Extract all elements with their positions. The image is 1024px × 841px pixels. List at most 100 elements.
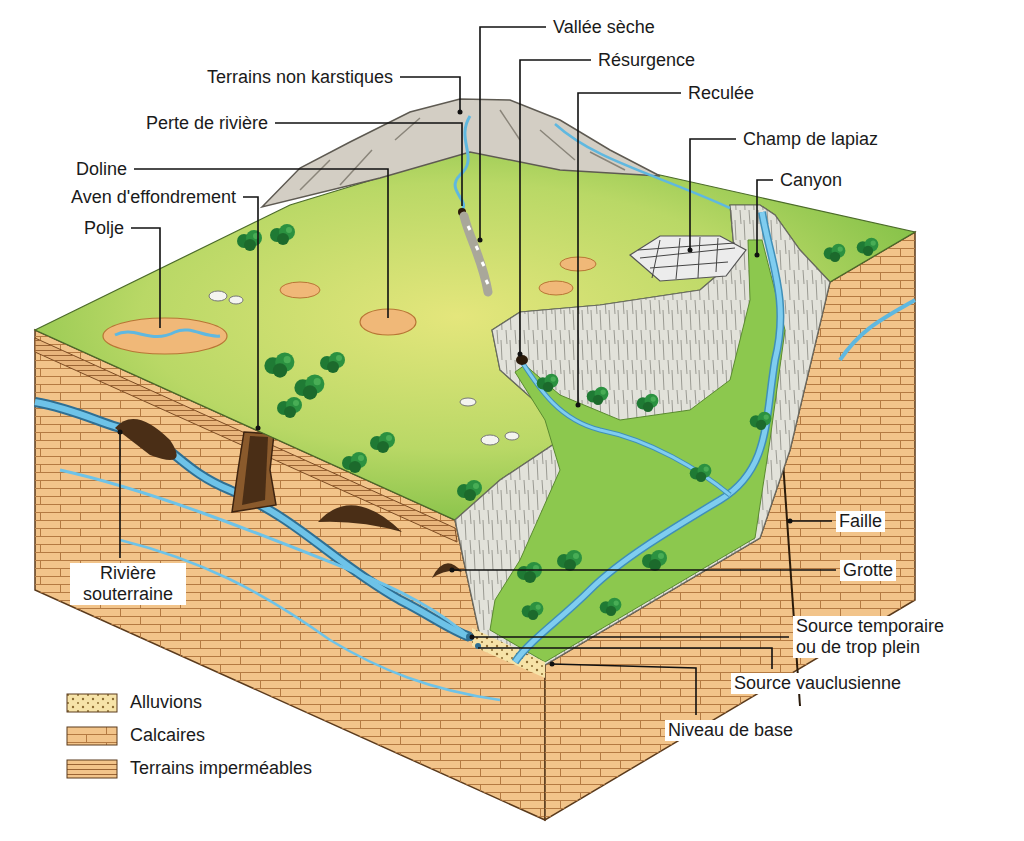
trees [237, 224, 878, 620]
dry-valley [464, 216, 488, 292]
swatch-fill [67, 727, 117, 745]
tree [557, 550, 582, 571]
callout-label: Doline [73, 159, 130, 180]
legend: AlluvionsCalcairesTerrains imperméables [66, 686, 312, 785]
right-face-conduit [840, 300, 915, 360]
polje-river [115, 330, 220, 337]
tree [320, 352, 345, 373]
canyon-river [515, 212, 780, 662]
leader-dot [256, 426, 261, 431]
callout-label: Faille [836, 511, 885, 532]
callout-label: Résurgence [595, 50, 698, 71]
hill-river [555, 124, 730, 208]
tree [537, 374, 559, 392]
leader-line [452, 569, 836, 571]
doline [539, 281, 573, 295]
canyon-river-water [515, 212, 780, 662]
tree [342, 452, 367, 473]
callout-label: Source vauclusienne [731, 673, 904, 694]
boulder [209, 291, 227, 301]
leader-dot [470, 635, 475, 640]
swatch-pattern [67, 694, 117, 712]
legend-text: Calcaires [130, 725, 205, 746]
legend-swatch [66, 759, 118, 779]
leader-line [690, 139, 736, 250]
callout-label: Reculée [685, 83, 757, 104]
tree [370, 432, 395, 453]
callout-label: Grotte [840, 560, 896, 581]
legend-swatch [66, 693, 118, 713]
legend-text: Terrains imperméables [130, 758, 312, 779]
canyon-cliffs [455, 205, 830, 665]
lapiaz-cracks [638, 237, 735, 279]
aven-shaft-interior [242, 436, 268, 505]
boulder [505, 432, 519, 440]
leader-line [119, 432, 121, 558]
tree [270, 224, 295, 245]
callout-label: Rivière souterraine [70, 563, 186, 605]
tree [750, 412, 772, 430]
leader-line [757, 180, 773, 255]
tree [637, 394, 659, 412]
legend-swatch [66, 726, 118, 746]
tree [600, 598, 622, 616]
leader-line [480, 27, 546, 240]
boulder [460, 398, 476, 406]
tree [642, 550, 667, 571]
leader-line [243, 197, 258, 428]
leader-line [578, 93, 681, 405]
leader-dot [550, 662, 555, 667]
tree [277, 397, 302, 418]
tree [522, 602, 544, 620]
leader-line [472, 636, 789, 638]
leader-line [552, 664, 696, 715]
swatch-pattern [67, 760, 117, 778]
callout-label: Perte de rivière [143, 113, 271, 134]
callout-label: Aven d'effondrement [68, 187, 239, 208]
leader-dot [458, 110, 463, 115]
spring [466, 633, 474, 641]
resurgence-river [522, 362, 730, 495]
boulder [481, 435, 499, 445]
leader-dot [118, 430, 123, 435]
canyon-floor [490, 240, 785, 662]
cave [318, 505, 402, 532]
leader-dot [450, 568, 455, 573]
leader-line [400, 77, 460, 112]
leader-dot [576, 403, 581, 408]
tree [857, 238, 879, 256]
callout-label: Source temporaire ou de trop plein [793, 616, 964, 658]
tree [824, 244, 846, 262]
leader-line [520, 60, 591, 354]
aven-shaft [232, 432, 276, 512]
leader-line [131, 228, 160, 328]
leader-line [790, 520, 832, 522]
callout-label: Polje [81, 218, 127, 239]
tree [457, 480, 482, 501]
leader-line [275, 123, 462, 206]
tree [294, 375, 324, 400]
legend-row: Alluvions [66, 686, 312, 719]
cave-passage [115, 419, 177, 460]
swatch-fill [67, 760, 117, 778]
legend-row: Calcaires [66, 719, 312, 752]
callout-label: Niveau de base [665, 720, 796, 741]
leader-dot [788, 519, 793, 524]
dry-valley-stones [468, 226, 488, 284]
doline [280, 282, 320, 298]
legend-row: Terrains imperméables [66, 752, 312, 785]
fault-line [783, 462, 800, 706]
resurgence-river-water [522, 362, 730, 495]
callout-label: Terrains non karstiques [204, 67, 396, 88]
boulders [209, 291, 519, 445]
tree [587, 387, 609, 405]
swatch-pattern [67, 727, 117, 745]
callout-label: Canyon [777, 170, 845, 191]
lapiaz-field [630, 236, 746, 281]
leader-dot [688, 248, 693, 253]
tree [264, 353, 294, 378]
callout-label: Champ de lapiaz [740, 129, 881, 150]
swatch-fill [67, 694, 117, 712]
callout-label: Vallée sèche [550, 17, 658, 38]
